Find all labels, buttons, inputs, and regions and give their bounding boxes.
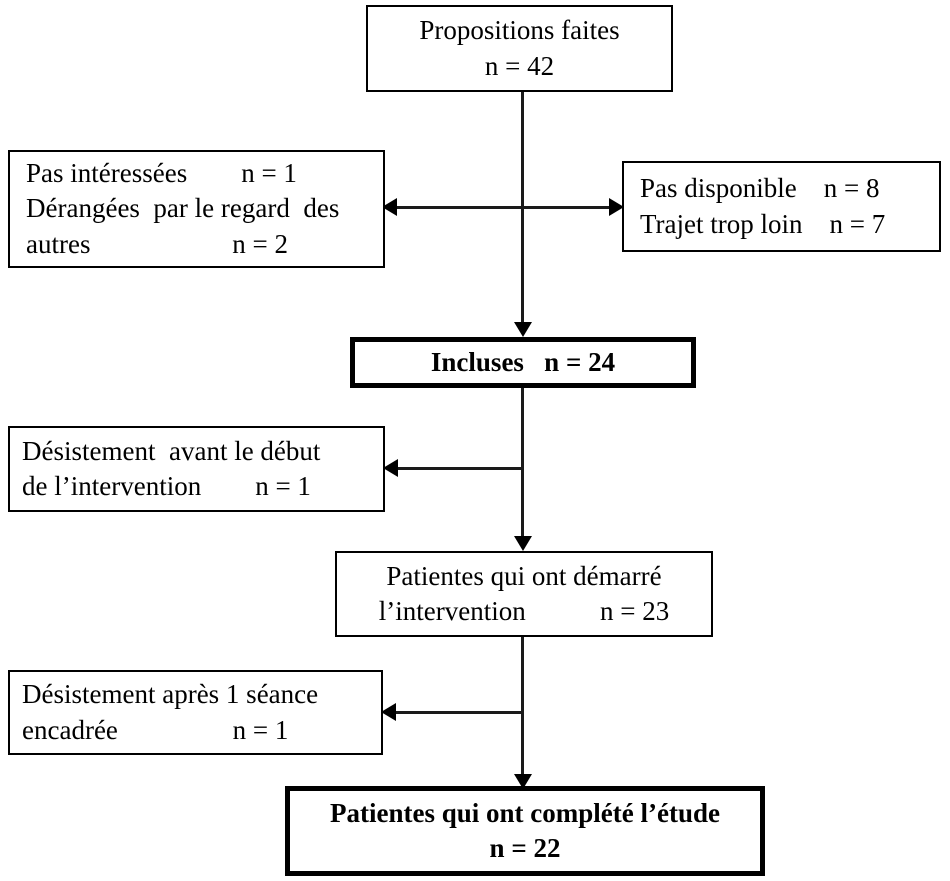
node-patientes-complete-line-1: Patientes qui ont complété l’étude [330, 797, 720, 828]
arrowhead-started-down [514, 536, 532, 551]
arrowhead-completed-down [514, 774, 532, 789]
connector-started-to-dropout-after [392, 711, 522, 714]
arrowhead-dropout-before-left [383, 459, 398, 477]
node-desistement-apres-line-2: encadrée n = 1 [22, 714, 289, 745]
arrowhead-exclusion-left [382, 198, 397, 216]
node-exclusions-droite-line-1: Pas disponible n = 8 [640, 173, 880, 204]
node-exclusions-droite-line-2: Trajet trop loin n = 7 [640, 208, 886, 239]
node-exclusions-gauche-line-2: Dérangées par le regard des [26, 193, 340, 224]
node-propositions-faites-line-1: Propositions faites [419, 15, 620, 46]
node-patientes-complete: Patientes qui ont complété l’étude n = 2… [285, 786, 765, 876]
node-exclusions-gauche-line-3: autres n = 2 [26, 228, 288, 259]
arrowhead-included-down [514, 322, 532, 337]
node-exclusions-gauche-line-1: Pas intéressées n = 1 [26, 158, 297, 189]
node-desistement-avant-line-1: Désistement avant le début [22, 435, 321, 466]
node-patientes-demarre-line-1: Patientes qui ont démarré [386, 560, 662, 591]
node-exclusions-droite: Pas disponible n = 8 Trajet trop loin n … [622, 161, 941, 252]
node-desistement-avant-line-2: de l’intervention n = 1 [22, 471, 311, 501]
node-incluses: Incluses n = 24 [350, 337, 696, 388]
node-patientes-demarre-line-2: l’intervention n = 23 [378, 596, 670, 626]
node-desistement-avant: Désistement avant le début de l’interven… [8, 426, 385, 512]
connector-enrolled-to-included [521, 92, 524, 332]
node-propositions-faites-line-2: n = 42 [484, 50, 555, 81]
connector-included-to-started [521, 388, 524, 543]
node-patientes-demarre: Patientes qui ont démarré l’intervention… [335, 551, 713, 637]
node-desistement-apres-line-1: Désistement après 1 séance [22, 679, 319, 710]
connector-exclusions-horizontal [392, 206, 616, 209]
arrowhead-exclusion-right [609, 198, 624, 216]
node-desistement-apres: Désistement après 1 séance encadrée n = … [8, 670, 383, 755]
connector-started-to-completed [521, 637, 524, 785]
node-patientes-complete-line-2: n = 22 [489, 833, 561, 863]
connector-included-to-dropout-before [394, 467, 522, 470]
node-incluses-line-1: Incluses n = 24 [430, 346, 616, 377]
arrowhead-dropout-after-left [381, 703, 396, 721]
node-propositions-faites: Propositions faites n = 42 [366, 5, 673, 92]
node-exclusions-gauche: Pas intéressées n = 1 Dérangées par le r… [8, 150, 385, 268]
